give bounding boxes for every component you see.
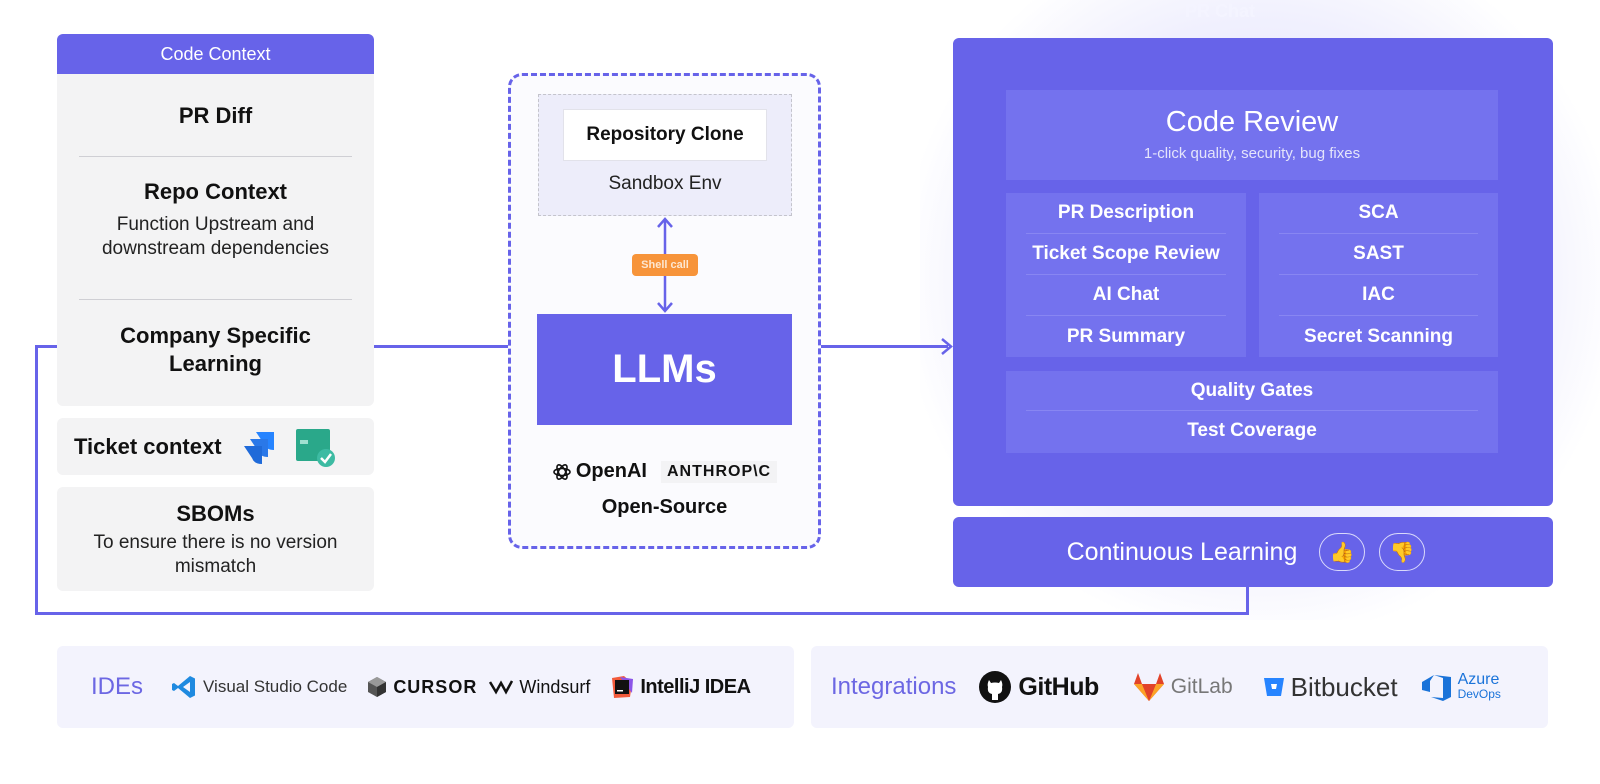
- repo-context-subtitle-line2: downstream dependencies: [101, 238, 330, 259]
- gitlab-label: GitLab: [1170, 675, 1233, 698]
- feedback-line-up: [1246, 587, 1249, 615]
- cursor-icon: [368, 677, 387, 697]
- vscode-icon: [172, 676, 196, 698]
- feature-quality-gates: Quality Gates: [1026, 371, 1478, 411]
- feature-secret-scanning: Secret Scanning: [1304, 325, 1453, 347]
- llm-vendors: OpenAI ANTHROP\C: [537, 460, 792, 483]
- continuous-learning-bar: Continuous Learning 👍 👎: [953, 517, 1553, 587]
- thumbs-up-icon[interactable]: 👍: [1319, 533, 1366, 571]
- windsurf-icon: [489, 680, 514, 695]
- azure-devops-label: Azure DevOps: [1457, 671, 1501, 702]
- arrow-right-icon: [941, 338, 953, 355]
- gitlab-icon: [1133, 673, 1164, 701]
- company-learning-line1: Company Specific: [120, 323, 311, 348]
- vscode-label: Visual Studio Code: [203, 677, 348, 696]
- code-review-subtitle: 1-click quality, security, bug fixes: [1143, 145, 1361, 162]
- open-source-label: Open-Source: [601, 496, 728, 518]
- github-logo: GitHub: [978, 670, 1099, 704]
- review-features-left: PR Description Ticket Scope Review AI Ch…: [1006, 193, 1246, 357]
- divider: [79, 156, 352, 157]
- code-context-header: Code Context: [57, 34, 374, 74]
- sboms-subtitle: To ensure there is no version mismatch: [57, 531, 374, 579]
- divider: [79, 299, 352, 300]
- repository-clone-box: Repository Clone: [563, 109, 767, 161]
- gitlab-logo: GitLab: [1133, 672, 1233, 702]
- intellij-icon: [612, 676, 634, 698]
- github-icon: [979, 671, 1012, 703]
- continuous-learning-label: Continuous Learning: [1066, 537, 1298, 566]
- anthropic-logo: ANTHROP\C: [661, 460, 778, 483]
- feedback-line-vertical: [35, 345, 38, 615]
- company-learning-title: Company Specific Learning: [57, 322, 374, 378]
- vscode-logo: Visual Studio Code: [171, 674, 347, 700]
- ides-title: IDEs: [91, 673, 144, 700]
- bitbucket-logo: Bitbucket: [1263, 672, 1398, 703]
- cursor-logo: CURSOR: [367, 676, 477, 698]
- feature-pr-summary: PR Summary: [1066, 325, 1186, 347]
- feature-pr-description: PR Description: [1026, 193, 1226, 234]
- ticket-context-label: Ticket context: [74, 433, 222, 459]
- feature-iac: IAC: [1279, 275, 1478, 316]
- feedback-line-left-stub: [35, 345, 57, 348]
- windsurf-label: Windsurf: [519, 676, 591, 697]
- windsurf-logo: Windsurf: [489, 677, 590, 698]
- repo-context-title: Repo Context: [144, 179, 287, 204]
- devops-label: DevOps: [1457, 687, 1501, 701]
- sboms-subtitle-line2: mismatch: [174, 556, 257, 577]
- cursor-label: CURSOR: [393, 676, 478, 697]
- sandbox-env-label: Sandbox Env: [608, 173, 722, 194]
- sboms-subtitle-line1: To ensure there is no version: [93, 532, 338, 553]
- code-review-title: Code Review: [1165, 106, 1339, 138]
- shell-call-badge: Shell call: [632, 254, 698, 276]
- review-features-right: SCA SAST IAC Secret Scanning: [1259, 193, 1498, 357]
- code-review-box: Code Review 1-click quality, security, b…: [1006, 90, 1498, 180]
- integrations-title: Integrations: [831, 673, 957, 700]
- company-learning-line2: Learning: [169, 351, 262, 376]
- feature-sast: SAST: [1279, 234, 1478, 275]
- pr-chat-label: PR Chat: [1184, 1, 1255, 21]
- llm-to-review-line: [792, 345, 948, 348]
- ides-bar: IDEs Visual Studio Code CURSOR Windsurf …: [57, 646, 794, 728]
- quality-gates-box: Quality Gates Test Coverage: [1006, 371, 1498, 453]
- context-to-llm-line: [374, 345, 537, 348]
- llms-box: LLMs: [537, 314, 792, 425]
- ticket-check-icon: [295, 428, 335, 467]
- github-label: GitHub: [1018, 672, 1099, 701]
- company-learning-section: Company Specific Learning: [57, 300, 374, 378]
- openai-logo: OpenAI: [552, 460, 647, 483]
- jira-icon: [243, 431, 274, 464]
- feature-ticket-scope-review: Ticket Scope Review: [1026, 234, 1226, 275]
- integrations-bar: Integrations GitHub GitLab Bitbucket Azu…: [811, 646, 1548, 728]
- intellij-label: IntelliJ IDEA: [640, 675, 751, 698]
- azure-label: Azure: [1457, 671, 1500, 688]
- repo-context-section: Repo Context Function Upstream and downs…: [57, 157, 374, 299]
- openai-label: OpenAI: [575, 460, 647, 482]
- sboms-title: SBOMs: [176, 501, 255, 526]
- sboms-card: SBOMs To ensure there is no version mism…: [57, 487, 374, 591]
- ticket-context-card: Ticket context: [57, 418, 374, 475]
- openai-icon: [553, 463, 571, 480]
- feedback-line-bottom: [35, 612, 1249, 615]
- repo-context-subtitle-line1: Function Upstream and: [116, 214, 315, 235]
- azure-devops-logo: Azure DevOps: [1420, 672, 1501, 702]
- feature-ai-chat: AI Chat: [1026, 275, 1226, 316]
- feature-sca: SCA: [1279, 193, 1478, 234]
- repo-context-subtitle: Function Upstream and downstream depende…: [57, 213, 374, 261]
- pr-diff-title: PR Diff: [178, 103, 253, 128]
- intellij-logo: IntelliJ IDEA: [610, 675, 751, 699]
- thumbs-down-icon[interactable]: 👎: [1379, 533, 1426, 571]
- bitbucket-icon: [1263, 678, 1284, 696]
- code-context-card: Code Context PR Diff Repo Context Functi…: [57, 34, 374, 406]
- azure-devops-icon: [1421, 675, 1451, 701]
- bitbucket-label: Bitbucket: [1290, 671, 1398, 702]
- pr-diff-section: PR Diff: [57, 74, 374, 156]
- feature-test-coverage: Test Coverage: [1187, 420, 1317, 441]
